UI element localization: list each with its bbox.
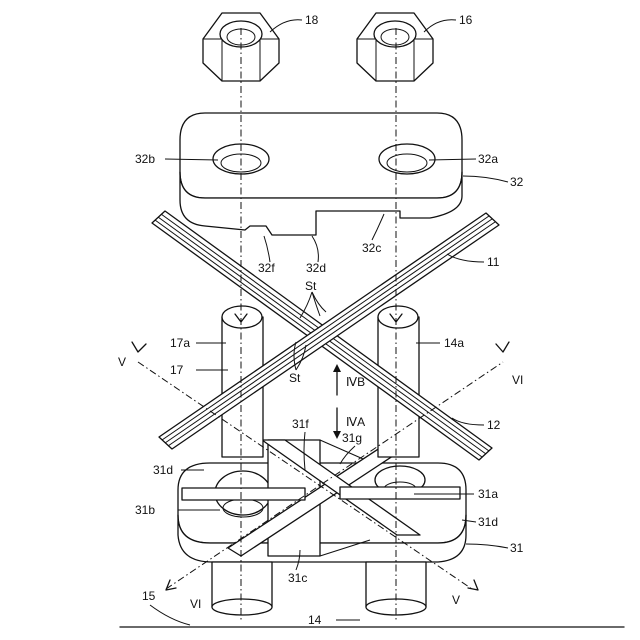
upper-clamp-plate [180,113,462,235]
label-32: 32 [510,175,524,189]
label-31d-left: 31d [153,463,173,477]
label-32f: 32f [258,261,275,275]
label-vi-right: VI [512,373,523,387]
section-arrow-v-right [468,580,478,590]
label-vi-left: VI [190,597,201,611]
hex-nut-16 [357,13,433,81]
label-st-top: St [305,279,317,293]
arrow-ivb-head [333,364,341,372]
label-31f: 31f [292,417,309,431]
label-18: 18 [305,13,319,27]
label-31c: 31c [288,571,307,585]
section-arrow-vi-right [496,342,509,352]
label-17: 17 [170,363,184,377]
label-16: 16 [459,13,473,27]
label-17a: 17a [170,336,190,350]
label-32c: 32c [362,241,381,255]
lower-clamp-base [178,440,466,562]
label-st-bottom: St [289,371,301,385]
label-31: 31 [510,541,524,555]
label-31g: 31g [342,431,362,445]
arrow-iva-head [333,431,341,439]
label-31a: 31a [478,487,498,501]
bolt-17 [212,306,272,615]
label-12: 12 [487,418,501,432]
label-14a: 14a [444,336,464,350]
label-v-right: V [452,593,460,607]
label-32b: 32b [135,152,155,166]
label-32d: 32d [306,261,326,275]
label-31b: 31b [135,503,155,517]
label-14: 14 [308,613,322,627]
label-15: 15 [142,589,156,603]
label-v-left: V [118,355,126,369]
label-11: 11 [487,255,500,269]
label-31d-right: 31d [478,515,498,529]
section-arrow-v-left [132,342,146,352]
label-iva: ⅣA [346,415,365,429]
label-32a: 32a [478,152,498,166]
label-ivb: ⅣB [346,375,365,389]
